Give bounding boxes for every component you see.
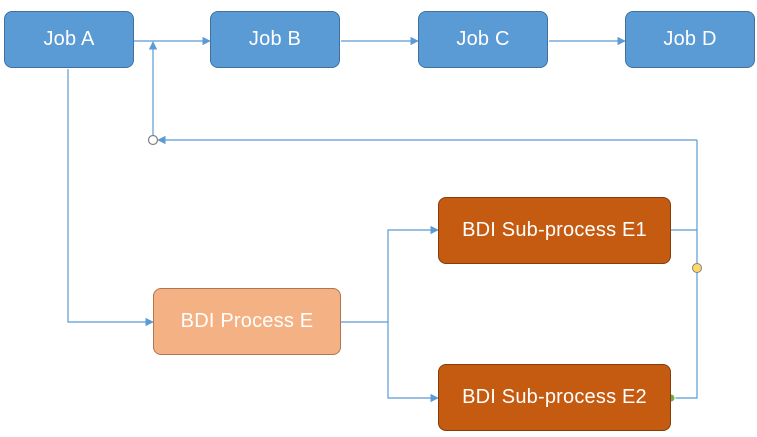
job-c-node[interactable]: Job C bbox=[418, 11, 548, 68]
job-a-label: Job A bbox=[43, 28, 95, 50]
connector-a-to-process-e bbox=[67, 69, 154, 327]
subprocess-e2-label: BDI Sub-process E2 bbox=[462, 386, 647, 408]
job-b-node[interactable]: Job B bbox=[210, 11, 340, 68]
job-b-label: Job B bbox=[248, 28, 302, 50]
process-e-label: BDI Process E bbox=[180, 310, 314, 332]
process-e-node[interactable]: BDI Process E bbox=[153, 288, 341, 355]
subprocess-e1-node[interactable]: BDI Sub-process E1 bbox=[438, 197, 671, 264]
job-d-label: Job D bbox=[663, 28, 717, 50]
job-a-node[interactable]: Job A bbox=[4, 11, 134, 68]
connector-to-e1 bbox=[387, 225, 439, 322]
subprocess-e1-label: BDI Sub-process E1 bbox=[462, 219, 647, 241]
junction-point-yellow bbox=[692, 263, 702, 273]
connector-to-e2 bbox=[387, 322, 439, 403]
connector-e2-out bbox=[671, 140, 698, 399]
job-c-label: Job C bbox=[456, 28, 510, 50]
junction-point-feedback bbox=[147, 134, 159, 146]
subprocess-e2-node[interactable]: BDI Sub-process E2 bbox=[438, 364, 671, 431]
job-d-node[interactable]: Job D bbox=[625, 11, 755, 68]
